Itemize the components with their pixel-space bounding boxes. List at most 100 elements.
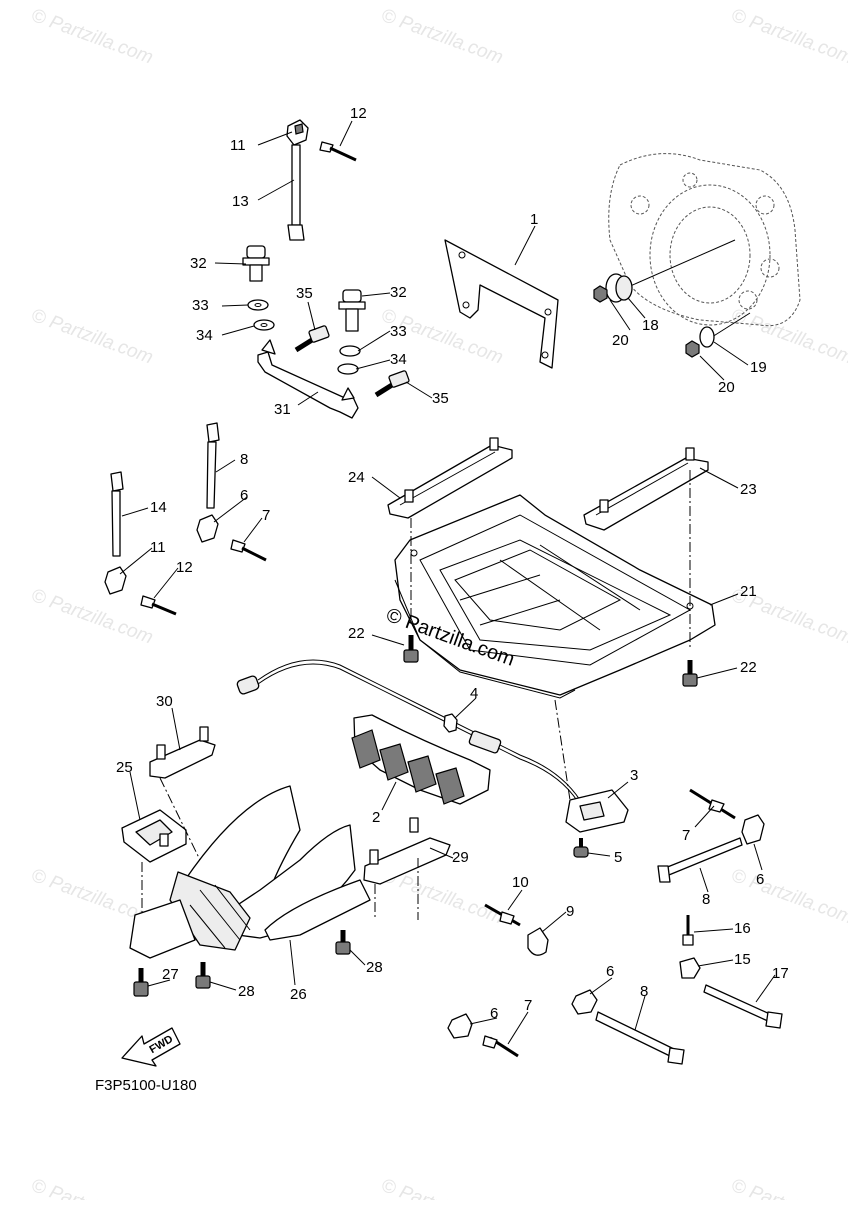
- part-33-washer-left: [247, 299, 269, 311]
- watermark-text-1: © Partzilla.com: [28, 5, 155, 69]
- callout-labels: 1234566667778889101111121213141516171819…: [116, 105, 789, 1022]
- callout-8-2: 8: [702, 891, 710, 908]
- part-8-cable-tie-bottom: [595, 1011, 685, 1065]
- callout-27: 27: [162, 966, 179, 983]
- part-28-bolt-left: [195, 962, 211, 989]
- part-17-cable-tie: [703, 984, 783, 1029]
- callout-4: 4: [470, 685, 478, 702]
- part-22-bolt-right: [682, 660, 698, 687]
- callout-14: 14: [150, 499, 167, 516]
- callout-35: 35: [296, 285, 313, 302]
- callout-3: 3: [630, 767, 638, 784]
- callout-6-2: 6: [756, 871, 764, 888]
- part-3-bracket: [565, 789, 629, 833]
- part-32-collar-bolt-right: [338, 289, 366, 332]
- watermark-text-3: © Partzilla.com: [728, 5, 848, 69]
- watermark-text-14: © Partzilla.com: [728, 1175, 848, 1200]
- callout-11: 11: [230, 137, 246, 154]
- part-29-mount: [363, 817, 451, 885]
- callout-5: 5: [614, 849, 622, 866]
- part-20-nut-lower: [685, 340, 700, 358]
- watermark-text-11: © Partzilla.com: [728, 865, 848, 929]
- callout-13: 13: [232, 193, 249, 210]
- callout-34: 34: [196, 327, 213, 344]
- part-14-cable-tie: [110, 471, 124, 557]
- callout-28-2: 28: [366, 959, 383, 976]
- part-6-clip: [196, 514, 219, 543]
- callout-15: 15: [734, 951, 751, 968]
- callout-1: 1: [530, 211, 538, 228]
- part-2-bumper: [351, 714, 491, 805]
- part-5-screw: [573, 838, 589, 858]
- part-13-cable-tie: [287, 144, 305, 241]
- callout-20: 20: [612, 332, 629, 349]
- callout-25: 25: [116, 759, 133, 776]
- part-8-cable-tie-right: [657, 837, 743, 883]
- callout-6-4: 6: [606, 963, 614, 980]
- callout-12: 12: [350, 105, 367, 122]
- callout-35-2: 35: [432, 390, 449, 407]
- callout-9: 9: [566, 903, 574, 920]
- part-10-pin: [484, 903, 521, 927]
- callout-6: 6: [240, 487, 248, 504]
- part-26-intake-grate: [129, 785, 371, 959]
- callout-16: 16: [734, 920, 751, 937]
- part-33-washer-right: [339, 345, 361, 357]
- callout-23: 23: [740, 481, 757, 498]
- callout-33-2: 33: [390, 323, 407, 340]
- callout-17: 17: [772, 965, 789, 982]
- callout-33: 33: [192, 297, 209, 314]
- part-34-washer-left: [253, 319, 275, 331]
- callout-18: 18: [642, 317, 659, 334]
- part-22-bolt-left: [403, 635, 419, 663]
- callout-11-2: 11: [150, 539, 166, 556]
- part-25-mount: [121, 809, 187, 863]
- callout-31: 31: [274, 401, 291, 418]
- part-30-bracket: [149, 726, 216, 779]
- part-7-pin-bottom: [482, 1035, 519, 1058]
- callout-22-2: 22: [740, 659, 757, 676]
- part-16-pin: [682, 915, 694, 946]
- callout-6-3: 6: [490, 1005, 498, 1022]
- callout-8: 8: [240, 451, 248, 468]
- part-4-cable: [236, 659, 581, 803]
- callout-7: 7: [262, 507, 270, 524]
- watermark-text-4: © Partzilla.com: [28, 305, 155, 369]
- callout-20-2: 20: [718, 379, 735, 396]
- part-19-washer: [699, 326, 715, 348]
- part-12-pin-lower: [140, 595, 177, 616]
- part-7-pin: [230, 539, 267, 562]
- callout-2: 2: [372, 809, 380, 826]
- part-35-bolt-right: [374, 370, 410, 398]
- part-7-pin-right: [689, 788, 736, 820]
- part-8-cable-tie: [206, 422, 220, 509]
- callout-10: 10: [512, 874, 529, 891]
- callout-26: 26: [290, 986, 307, 1003]
- watermark-text-7: © Partzilla.com: [28, 585, 155, 649]
- engine-housing: [608, 153, 801, 327]
- part-15-clip: [679, 957, 701, 979]
- part-35-bolt-left: [294, 325, 330, 353]
- part-20-nut-upper: [593, 285, 608, 303]
- part-6-clip-bottom-left: [447, 1013, 473, 1039]
- part-12-pin: [319, 141, 357, 162]
- part-28-bolt-right: [335, 930, 351, 955]
- callout-19: 19: [750, 359, 767, 376]
- part-32-collar-bolt-left: [242, 245, 270, 282]
- part-18-damper: [605, 273, 633, 303]
- part-24-mount-rail: [387, 437, 513, 519]
- part-6-clip-right: [741, 814, 765, 845]
- callout-29: 29: [452, 849, 469, 866]
- watermark-text-12: © Partzilla.com: [28, 1175, 155, 1200]
- callout-7-3: 7: [524, 997, 532, 1014]
- callout-22: 22: [348, 625, 365, 642]
- callout-24: 24: [348, 469, 365, 486]
- diagram-code: F3P5100-U180: [95, 1077, 197, 1094]
- callout-7-2: 7: [682, 827, 690, 844]
- callout-28: 28: [238, 983, 255, 1000]
- callout-8-3: 8: [640, 983, 648, 1000]
- fwd-arrow-icon: [121, 1027, 181, 1067]
- callout-12-2: 12: [176, 559, 193, 576]
- callout-32-2: 32: [390, 284, 407, 301]
